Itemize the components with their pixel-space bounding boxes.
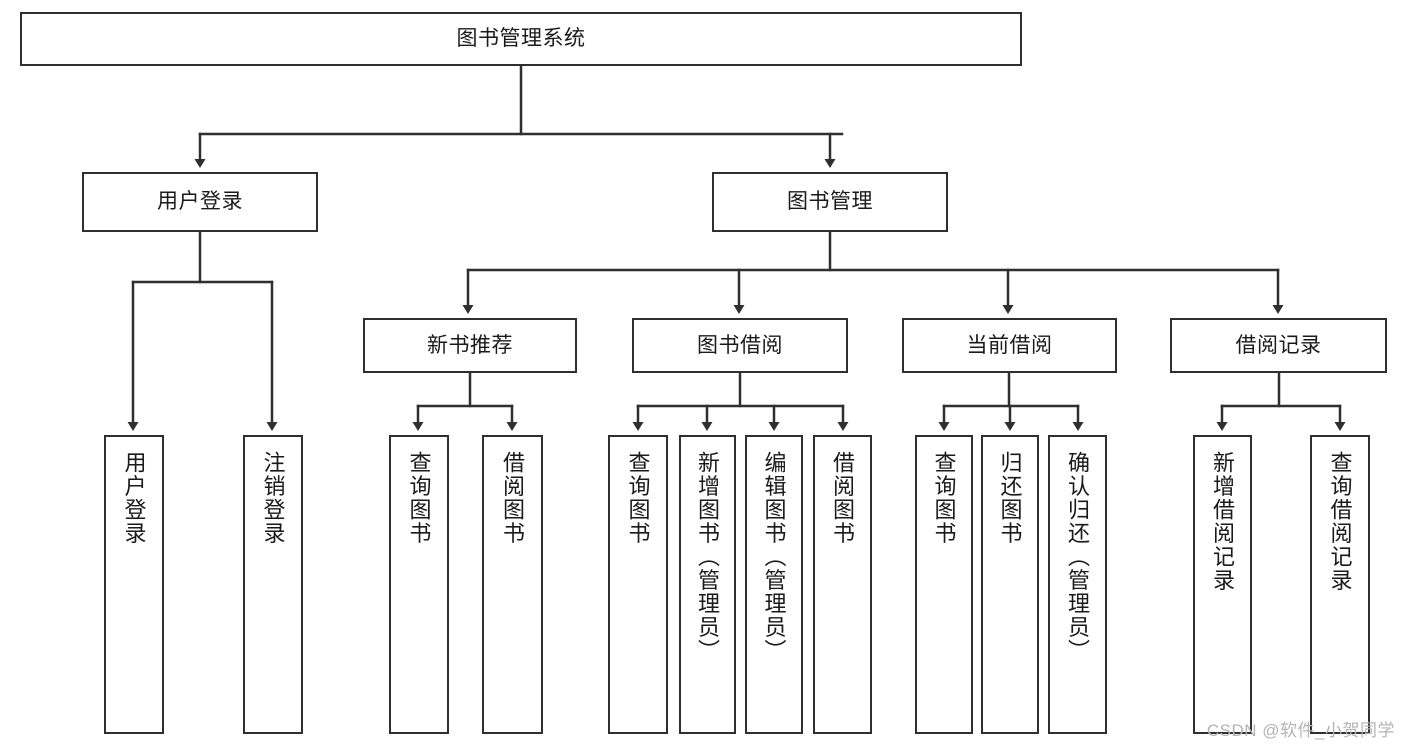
node-book-borrow[interactable]: 图书借阅: [632, 318, 848, 373]
leaf-newbook-query-book[interactable]: 查询图书: [389, 435, 449, 734]
node-label: 图书管理: [787, 190, 873, 214]
leaf-records-query-record[interactable]: 查询借阅记录: [1310, 435, 1370, 734]
node-label: 用户登录: [121, 451, 147, 545]
csdn-watermark: CSDN @软件_小贺同学: [1206, 721, 1395, 740]
leaf-borrow-query-book[interactable]: 查询图书: [608, 435, 668, 734]
leaf-borrow-add-book-admin[interactable]: 新增图书（管理员）: [679, 435, 736, 734]
node-label: 注销登录: [260, 451, 286, 545]
leaf-current-return-book[interactable]: 归还图书: [981, 435, 1039, 734]
leaf-user-logout[interactable]: 注销登录: [243, 435, 303, 734]
node-label: 借阅图书: [500, 451, 526, 545]
node-user-login[interactable]: 用户登录: [82, 172, 318, 232]
node-borrow-records[interactable]: 借阅记录: [1170, 318, 1387, 373]
node-label: 图书管理系统: [456, 27, 586, 51]
leaf-borrow-edit-book-admin[interactable]: 编辑图书（管理员）: [745, 435, 803, 734]
node-current-borrow[interactable]: 当前借阅: [902, 318, 1117, 373]
leaf-user-login[interactable]: 用户登录: [104, 435, 164, 734]
node-label: 归还图书: [997, 451, 1023, 545]
node-label: 用户登录: [157, 190, 243, 214]
node-label: 查询借阅记录: [1327, 451, 1353, 592]
node-label: 查询图书: [625, 451, 651, 545]
node-label: 确认归还（管理员）: [1065, 451, 1091, 663]
node-label: 新书推荐: [427, 333, 513, 357]
leaf-newbook-borrow-book[interactable]: 借阅图书: [482, 435, 543, 734]
node-label: 借阅图书: [830, 451, 856, 545]
node-label: 查询图书: [931, 451, 957, 545]
node-new-book-recommend[interactable]: 新书推荐: [363, 318, 577, 373]
leaf-current-query-book[interactable]: 查询图书: [915, 435, 973, 734]
node-label: 新增借阅记录: [1210, 451, 1236, 592]
node-label: 借阅记录: [1235, 333, 1322, 357]
node-book-management[interactable]: 图书管理: [712, 172, 948, 232]
node-label: 图书借阅: [697, 333, 783, 357]
leaf-borrow-lend-book[interactable]: 借阅图书: [813, 435, 872, 734]
leaf-records-add-record[interactable]: 新增借阅记录: [1193, 435, 1252, 734]
node-label: 编辑图书（管理员）: [761, 451, 787, 663]
leaf-current-confirm-return-admin[interactable]: 确认归还（管理员）: [1048, 435, 1107, 734]
node-label: 新增图书（管理员）: [695, 451, 721, 663]
node-label: 当前借阅: [966, 333, 1053, 357]
node-label: 查询图书: [406, 451, 432, 545]
node-root[interactable]: 图书管理系统: [20, 12, 1022, 66]
